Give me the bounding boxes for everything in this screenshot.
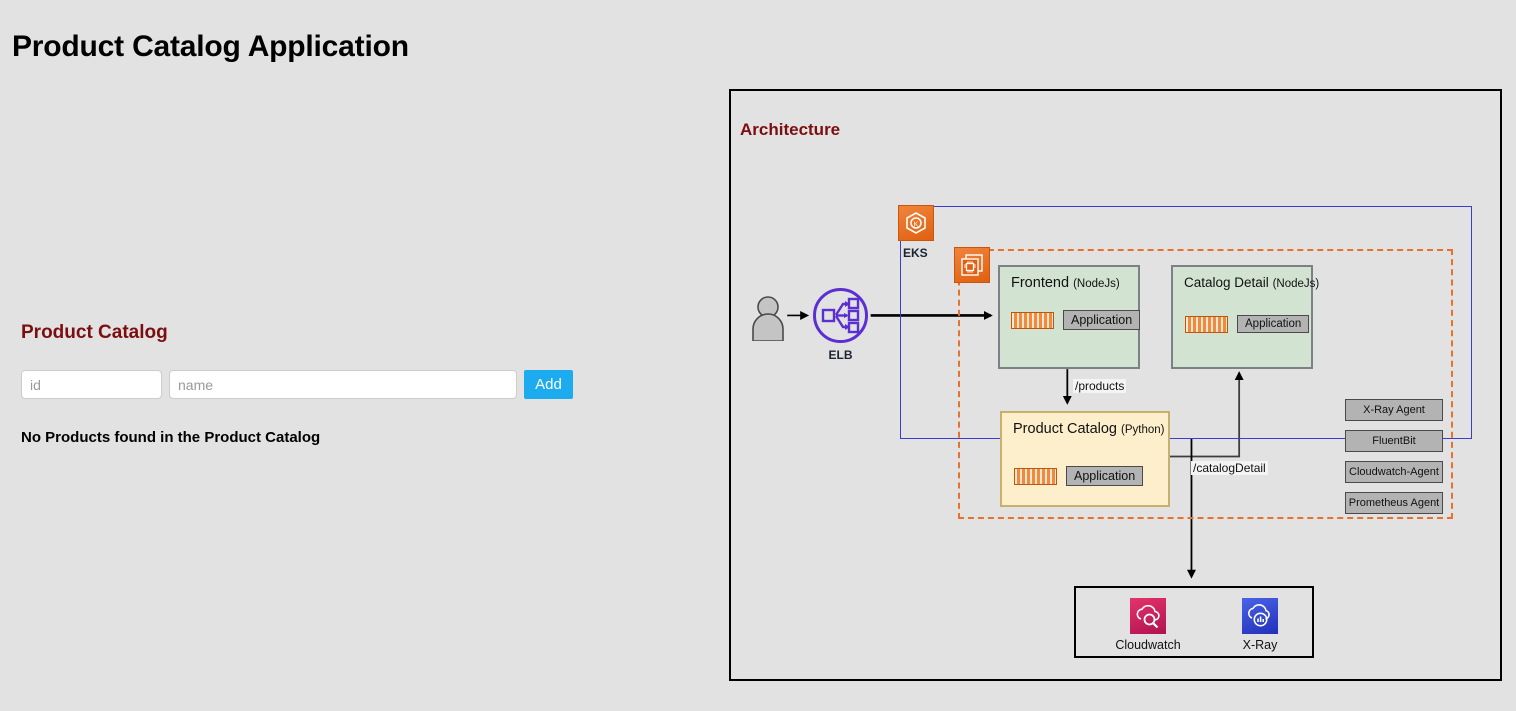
service-box-catalog-detail: Catalog Detail (NodeJs) Application — [1171, 265, 1319, 369]
edge-label-catalog-detail: /catalogDetail — [1191, 461, 1268, 475]
elb-icon — [813, 288, 868, 343]
eks-icon: K — [898, 205, 934, 241]
application-badge: Application — [1063, 310, 1141, 330]
page-title: Product Catalog Application — [12, 30, 409, 63]
product-name-input[interactable] — [169, 370, 517, 399]
product-id-input[interactable] — [21, 370, 162, 399]
agent-prometheus: Prometheus Agent — [1345, 492, 1443, 514]
empty-catalog-message: No Products found in the Product Catalog — [21, 429, 321, 446]
architecture-diagram: K EKS — [731, 91, 1500, 679]
container-icon — [1011, 311, 1054, 329]
agent-cloudwatch: Cloudwatch-Agent — [1345, 461, 1443, 483]
xray-icon — [1242, 598, 1278, 634]
eks-cluster-boundary — [900, 206, 1472, 439]
observability-xray: X-Ray — [1220, 598, 1300, 652]
add-product-button[interactable]: Add — [524, 370, 573, 399]
service-title-catalog-detail: Catalog Detail (NodeJs) — [1184, 275, 1320, 290]
architecture-title: Architecture — [740, 120, 841, 139]
service-title-frontend: Frontend (NodeJs) — [1011, 275, 1120, 291]
add-product-form: Add — [21, 370, 573, 399]
catalog-heading: Product Catalog — [21, 322, 168, 343]
user-icon — [752, 296, 784, 341]
observability-cloudwatch: Cloudwatch — [1108, 598, 1188, 652]
container-icon — [1185, 315, 1228, 333]
elb-label: ELB — [828, 348, 853, 362]
node-group-boundary — [958, 249, 1453, 519]
service-box-frontend: Frontend (NodeJs) Application — [998, 265, 1141, 369]
cloudwatch-label: Cloudwatch — [1115, 638, 1181, 652]
application-badge: Application — [1237, 315, 1310, 333]
application-badge: Application — [1066, 466, 1144, 486]
architecture-panel: Architecture — [729, 89, 1502, 681]
xray-label: X-Ray — [1242, 638, 1278, 652]
ec2-icon — [954, 247, 990, 283]
container-icon — [1014, 467, 1057, 485]
cloudwatch-icon — [1130, 598, 1166, 634]
eks-label: EKS — [903, 246, 928, 260]
service-title-product-catalog: Product Catalog (Python) — [1013, 421, 1165, 437]
agent-fluentbit: FluentBit — [1345, 430, 1443, 452]
edge-label-products: /products — [1073, 379, 1127, 393]
agent-xray: X-Ray Agent — [1345, 399, 1443, 421]
observability-box: Cloudwatch X- — [1074, 586, 1314, 658]
service-box-product-catalog: Product Catalog (Python) Application — [1000, 411, 1170, 507]
svg-text:K: K — [914, 222, 919, 229]
